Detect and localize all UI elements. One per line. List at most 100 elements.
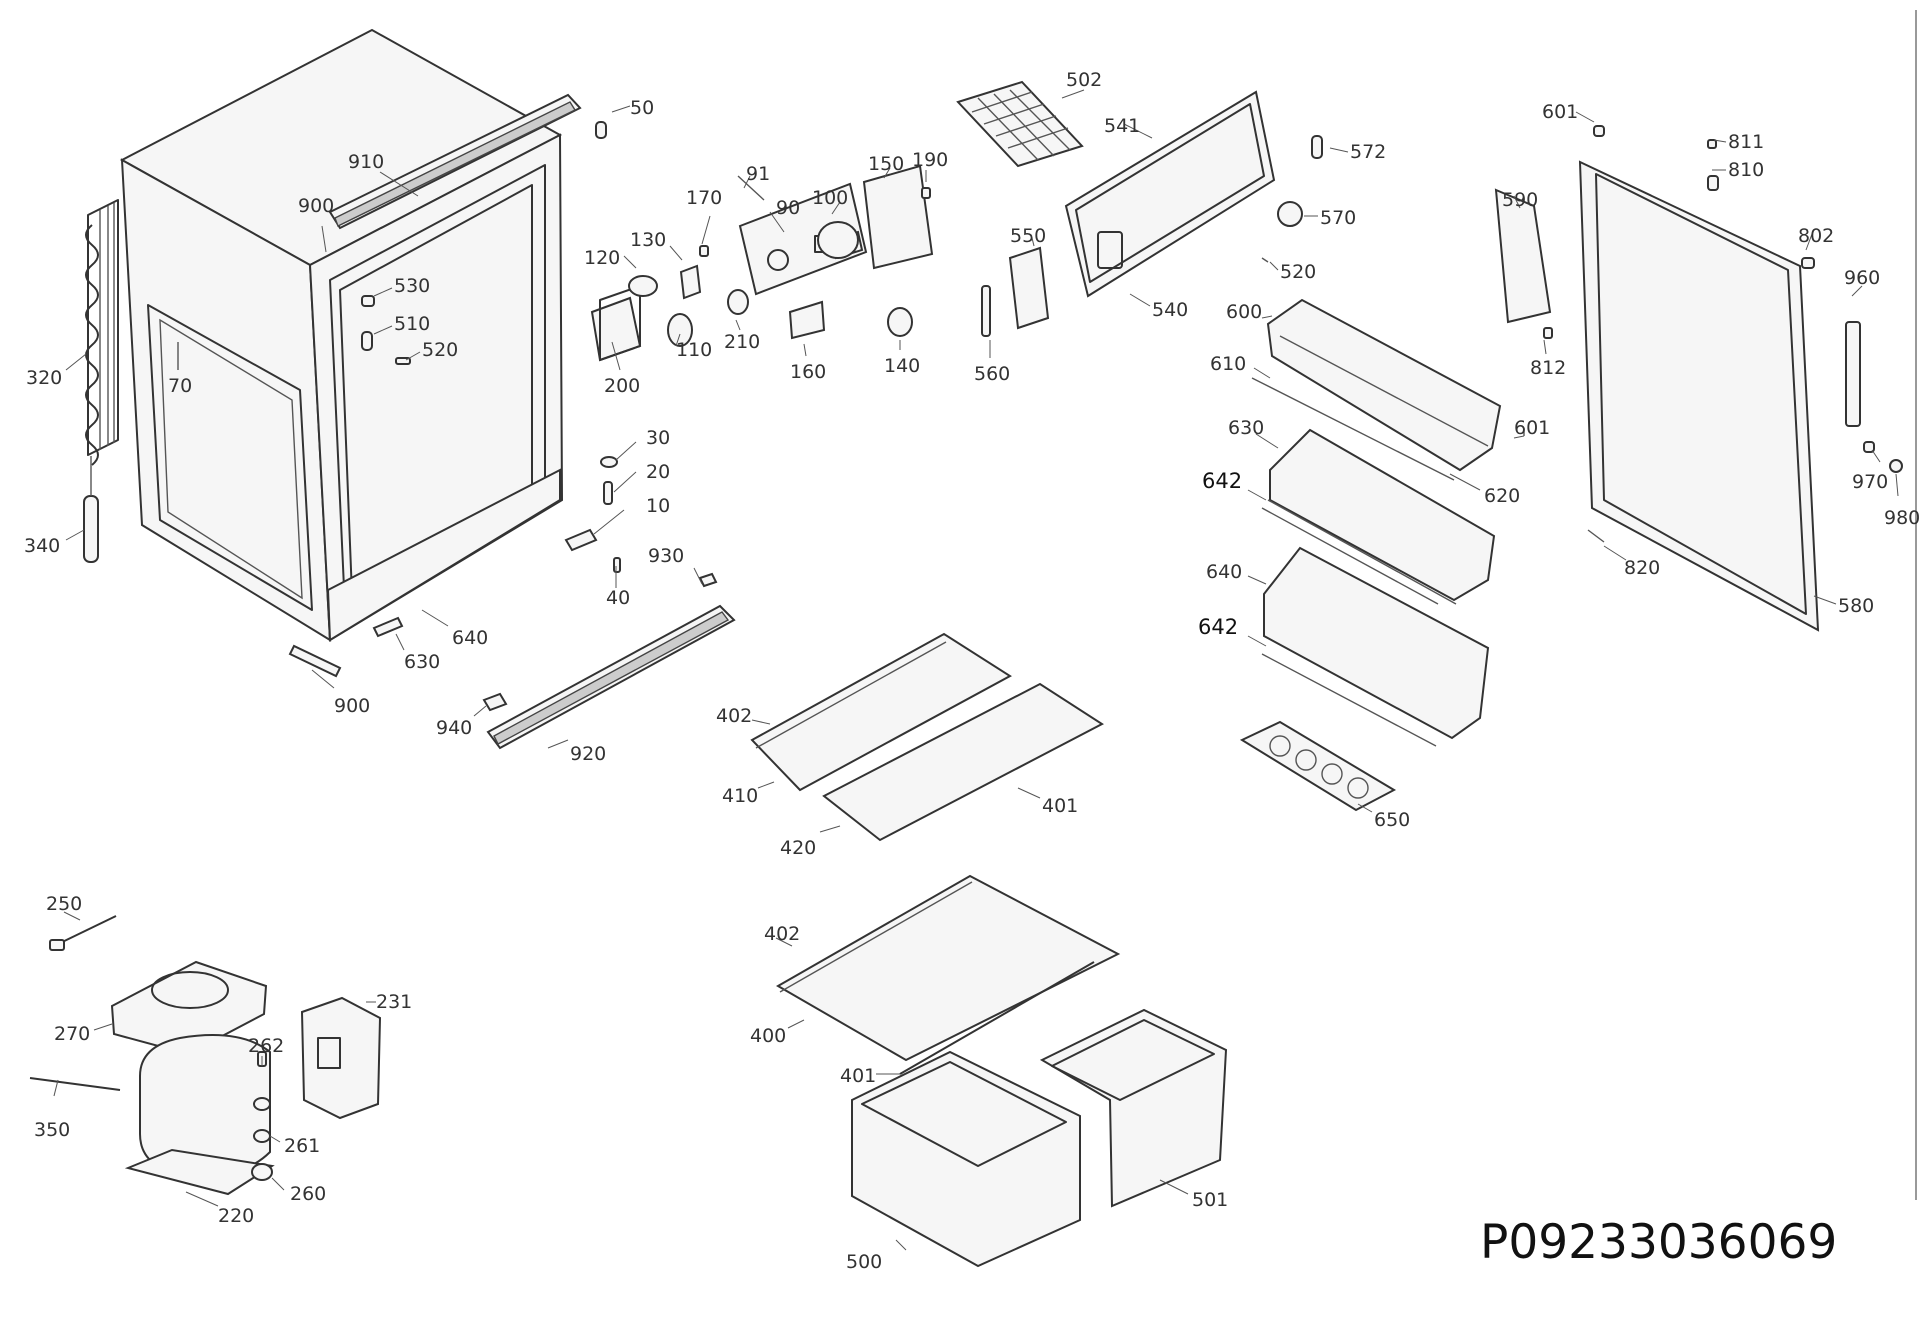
relay-unit [300, 996, 382, 1120]
label-640-cabinet: 640 [452, 627, 488, 649]
label-420: 420 [780, 837, 816, 859]
label-640-shelf: 640 [1206, 561, 1242, 583]
door-shelf-lower [1261, 546, 1490, 747]
label-540: 540 [1152, 299, 1188, 321]
label-270: 270 [54, 1023, 90, 1045]
label-642-lower: 642 [1198, 615, 1238, 639]
label-160: 160 [790, 361, 826, 383]
label-802: 802 [1798, 225, 1834, 247]
label-630-cabinet: 630 [404, 651, 440, 673]
label-170: 170 [686, 187, 722, 209]
condenser-coil [85, 199, 119, 466]
label-630-shelf: 630 [1228, 417, 1264, 439]
compressor-cover [110, 960, 268, 1056]
label-261: 261 [284, 1135, 320, 1157]
label-601-shelf: 601 [1514, 417, 1550, 439]
label-580: 580 [1838, 595, 1874, 617]
label-520-freezer: 520 [1280, 261, 1316, 283]
label-231: 231 [376, 991, 412, 1013]
label-350: 350 [34, 1119, 70, 1141]
cabinet-body [119, 28, 564, 642]
label-500: 500 [846, 1251, 882, 1273]
label-820: 820 [1624, 557, 1660, 579]
label-402-upper: 402 [716, 705, 752, 727]
label-530: 530 [394, 275, 430, 297]
label-30: 30 [646, 427, 670, 449]
leader-lines [53, 89, 1899, 1251]
label-260: 260 [290, 1183, 326, 1205]
document-id: P09233036069 [1480, 1215, 1837, 1270]
label-812: 812 [1530, 357, 1566, 379]
label-520-cabinet: 520 [422, 339, 458, 361]
label-590: 590 [1502, 189, 1538, 211]
crisper-drawer-large [851, 1050, 1081, 1268]
label-10: 10 [646, 495, 670, 517]
label-120: 120 [584, 247, 620, 269]
label-401-upper: 401 [1042, 795, 1078, 817]
part-labels: 910 50 900 530 510 520 320 70 340 30 20 … [24, 69, 1920, 1273]
glass-shelf-lower [775, 874, 1121, 1075]
label-920: 920 [570, 743, 606, 765]
label-50: 50 [630, 97, 654, 119]
label-970: 970 [1852, 471, 1888, 493]
label-501: 501 [1192, 1189, 1228, 1211]
label-400: 400 [750, 1025, 786, 1047]
label-811: 811 [1728, 131, 1764, 153]
ice-tray [956, 80, 1084, 168]
freezer-door [1064, 90, 1276, 298]
label-810: 810 [1728, 159, 1764, 181]
label-940: 940 [436, 717, 472, 739]
glass-shelf-upper [750, 632, 1104, 842]
label-410: 410 [722, 785, 758, 807]
bottom-trim-bar [486, 604, 736, 750]
label-910: 910 [348, 151, 384, 173]
label-130: 130 [630, 229, 666, 251]
label-100: 100 [812, 187, 848, 209]
label-70: 70 [168, 375, 192, 397]
cabinet-small-parts [177, 121, 718, 712]
label-402-lower: 402 [764, 923, 800, 945]
compressor [29, 1034, 275, 1196]
label-190: 190 [912, 149, 948, 171]
power-cord [49, 915, 117, 951]
label-340: 340 [24, 535, 60, 557]
door-shelf-upper [1261, 428, 1496, 605]
label-572: 572 [1350, 141, 1386, 163]
filter-drier [83, 456, 99, 563]
label-642-upper: 642 [1202, 469, 1242, 493]
label-91: 91 [746, 163, 770, 185]
label-550: 550 [1010, 225, 1046, 247]
label-650: 650 [1374, 809, 1410, 831]
label-620: 620 [1484, 485, 1520, 507]
label-210: 210 [724, 331, 760, 353]
label-601-door: 601 [1542, 101, 1578, 123]
label-250: 250 [46, 893, 82, 915]
label-140: 140 [884, 355, 920, 377]
label-40: 40 [606, 587, 630, 609]
label-980: 980 [1884, 507, 1920, 529]
label-900-bottom: 900 [334, 695, 370, 717]
label-200: 200 [604, 375, 640, 397]
label-502: 502 [1066, 69, 1102, 91]
label-401-lower: 401 [840, 1065, 876, 1087]
label-960: 960 [1844, 267, 1880, 289]
crisper-drawer-small [1039, 1008, 1228, 1208]
top-trim-bar [328, 93, 582, 230]
freezer-door-parts [981, 135, 1323, 337]
dairy-compartment [1251, 298, 1502, 481]
label-541: 541 [1104, 115, 1140, 137]
control-assembly [590, 164, 934, 362]
label-610: 610 [1210, 353, 1246, 375]
label-320: 320 [26, 367, 62, 389]
label-262: 262 [248, 1035, 284, 1057]
egg-tray [1239, 720, 1397, 812]
main-door [1494, 125, 1903, 632]
label-90: 90 [776, 197, 800, 219]
label-930: 930 [648, 545, 684, 567]
label-220: 220 [218, 1205, 254, 1227]
label-110: 110 [676, 339, 712, 361]
label-600: 600 [1226, 301, 1262, 323]
label-20: 20 [646, 461, 670, 483]
label-560: 560 [974, 363, 1010, 385]
